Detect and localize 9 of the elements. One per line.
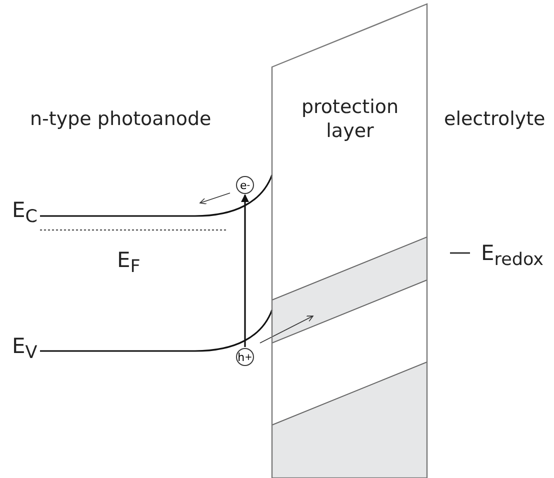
- layer-outline: [271, 3, 428, 478]
- energy-label: E$_{V}$: [12, 336, 38, 363]
- energy-label: E$_{redox}$: [481, 243, 544, 270]
- energy-label: E$_{C}$: [12, 200, 38, 227]
- layer-label: protection layer: [282, 96, 418, 144]
- region-label: electrolyte: [444, 110, 546, 129]
- energy-label: E$_{F}$: [117, 250, 140, 277]
- arrow: [241, 194, 249, 347]
- region-label: n-type photoanode: [30, 110, 212, 129]
